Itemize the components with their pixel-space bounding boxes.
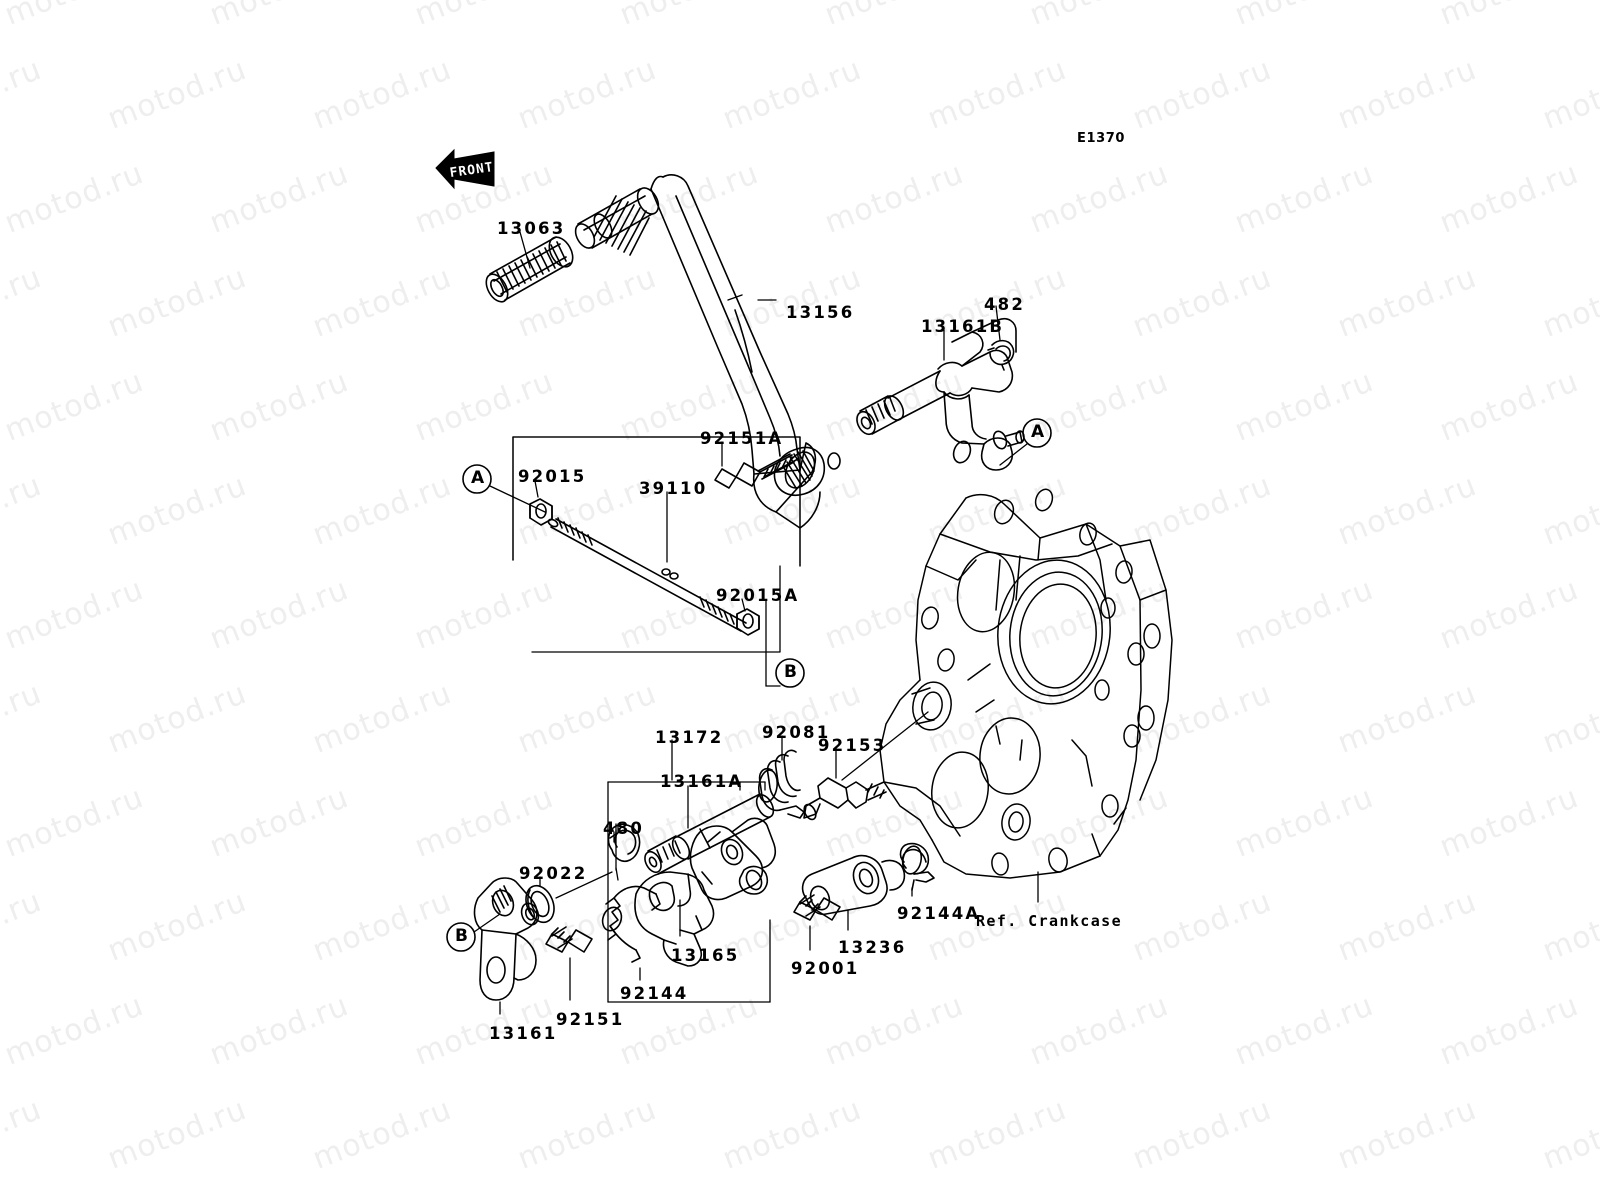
ref-crankcase bbox=[879, 488, 1173, 879]
svg-text:FRONT: FRONT bbox=[449, 160, 495, 181]
leader-13063 bbox=[519, 231, 531, 269]
callout-92144A: 92144A bbox=[897, 904, 981, 923]
connector-b-lower-circle bbox=[446, 922, 476, 952]
callout-13156: 13156 bbox=[786, 303, 855, 322]
callout-92151: 92151 bbox=[556, 1010, 625, 1029]
callout-92081: 92081 bbox=[762, 723, 831, 742]
connector-a-left-label: A bbox=[471, 468, 485, 488]
callout-92151A: 92151A bbox=[700, 429, 784, 448]
leader-482 bbox=[995, 305, 1001, 341]
bolt-92153 bbox=[803, 777, 887, 821]
callout-39110: 39110 bbox=[639, 479, 708, 498]
connector-a-left-circle bbox=[462, 464, 492, 494]
spring-92144 bbox=[601, 885, 661, 963]
callout-480: 480 bbox=[603, 819, 645, 838]
callout-13236: 13236 bbox=[838, 938, 907, 957]
bolt-92151A bbox=[714, 441, 799, 489]
callout-92015A: 92015A bbox=[716, 586, 800, 605]
callout-13161B: 13161B bbox=[921, 317, 1005, 336]
diagram-code: E1370 bbox=[1077, 131, 1126, 146]
pedal-grip-shaft bbox=[574, 187, 660, 256]
shift-pedal-arm bbox=[650, 174, 841, 529]
callout-13063: 13063 bbox=[497, 219, 566, 238]
tie-rod-39110 bbox=[547, 517, 747, 632]
callout-92144: 92144 bbox=[620, 984, 689, 1003]
lever-arm-13236 bbox=[801, 854, 906, 916]
callout-13172: 13172 bbox=[655, 728, 724, 747]
connector-a-right-circle bbox=[1022, 418, 1052, 448]
callout-92022: 92022 bbox=[519, 864, 588, 883]
front-orientation-marker: FRONT bbox=[432, 142, 498, 194]
ref-crankcase-note: Ref. Crankcase bbox=[976, 912, 1123, 930]
bolt-92151 bbox=[545, 926, 593, 953]
snap-ring-480 bbox=[607, 823, 641, 863]
callout-92015: 92015 bbox=[518, 467, 587, 486]
shift-arm-assembly bbox=[689, 817, 777, 901]
connector-b-lower-label: B bbox=[455, 926, 468, 946]
tierod-bracket-outline bbox=[512, 436, 801, 653]
shift-shaft-13161A bbox=[644, 793, 775, 875]
mechanism-group-bracket bbox=[607, 781, 771, 1003]
connector-a-right-label: A bbox=[1031, 422, 1045, 442]
bolt-92001 bbox=[793, 894, 841, 921]
nut-92015A bbox=[736, 608, 760, 636]
connector-b-upper-label: B bbox=[784, 662, 797, 682]
rubber-grip-13063 bbox=[485, 236, 574, 303]
connector-b-upper-circle bbox=[775, 658, 805, 688]
shift-shaft-13161B bbox=[856, 317, 1025, 471]
spring-92144A bbox=[899, 842, 935, 891]
callout-482: 482 bbox=[984, 295, 1026, 314]
callout-92153: 92153 bbox=[818, 736, 887, 755]
callout-13161: 13161 bbox=[489, 1024, 558, 1043]
callout-13165: 13165 bbox=[671, 946, 740, 965]
callout-92001: 92001 bbox=[791, 959, 860, 978]
callout-13161A: 13161A bbox=[660, 772, 744, 791]
